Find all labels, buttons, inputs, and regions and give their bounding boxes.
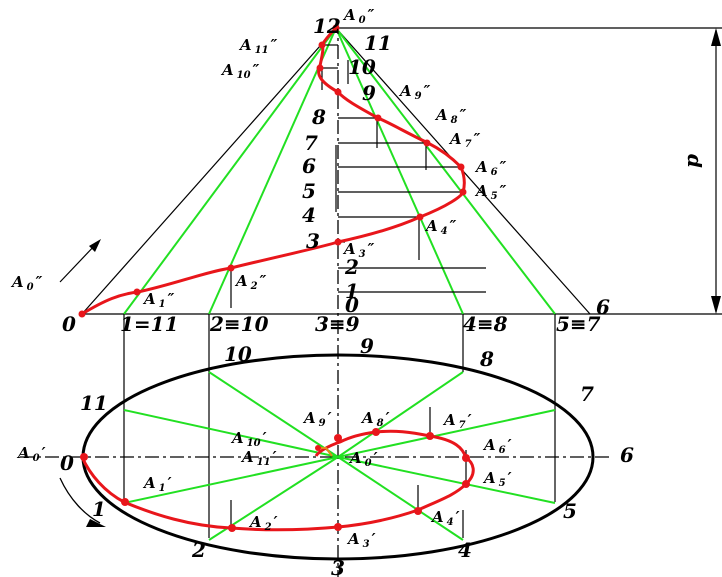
rotation-arrow-top — [59, 477, 101, 524]
level-lines — [322, 44, 486, 293]
axis-label-3: 3 — [306, 229, 320, 253]
generator-5 — [335, 27, 556, 315]
axis-label-6: 6 — [302, 154, 316, 178]
axis-label-10: 10 — [348, 55, 376, 79]
circle-label-0: 0 — [60, 451, 74, 475]
circle-label-3: 3 — [331, 556, 345, 577]
generator-1 — [123, 27, 337, 315]
base-label-2: 2≡10 — [209, 312, 269, 336]
circle-label-4: 4 — [458, 538, 472, 562]
circle-label-1: 1 — [92, 497, 106, 521]
base-label-1: 1=11 — [120, 312, 179, 336]
base-label-6: 6 — [596, 295, 610, 319]
axis-label-9: 9 — [362, 81, 376, 105]
circle-label-11: 11 — [80, 391, 108, 415]
pitch-label: p — [679, 154, 703, 168]
axis-label-0: 0 — [345, 293, 359, 317]
helix-top — [80, 429, 475, 532]
base-label-5: 5≡7 — [556, 312, 601, 336]
pitch-arrow-top — [711, 28, 721, 46]
circle-label-6: 6 — [620, 443, 634, 467]
circle-label-10: 10 — [224, 342, 252, 366]
rotation-arrow-top-head — [86, 519, 106, 527]
axis-label-1: 1 — [345, 279, 359, 303]
circle-label-9: 9 — [360, 334, 374, 358]
circle-label-5: 5 — [563, 499, 577, 523]
axis-label-2: 2 — [344, 255, 359, 279]
base-label-3: 3≡9 — [315, 312, 360, 336]
circle-label-2: 2 — [191, 538, 206, 562]
axis-label-7: 7 — [304, 131, 318, 155]
helix-top-points — [80, 428, 470, 532]
base-label-0: 0 — [62, 312, 76, 336]
axis-label-8: 8 — [311, 105, 326, 129]
base-label-4: 4≡8 — [463, 312, 508, 336]
projection-lines — [123, 314, 556, 538]
circle-label-7: 7 — [580, 382, 594, 406]
cone-left-edge — [81, 27, 337, 315]
top-radii — [123, 371, 556, 541]
front-view: p — [10, 6, 722, 577]
axis-label-5: 5 — [302, 179, 316, 203]
rotation-arrow-front — [59, 242, 98, 283]
rotation-arrow-front-head — [89, 239, 101, 252]
axis-label-4: 4 — [302, 203, 316, 227]
pitch-arrow-bottom — [711, 296, 721, 314]
apex-label: 12 — [313, 14, 341, 38]
generator-4 — [335, 27, 464, 315]
axis-label-11: 11 — [364, 31, 392, 55]
helix-front-points — [78, 24, 467, 318]
circle-label-8: 8 — [479, 347, 494, 371]
